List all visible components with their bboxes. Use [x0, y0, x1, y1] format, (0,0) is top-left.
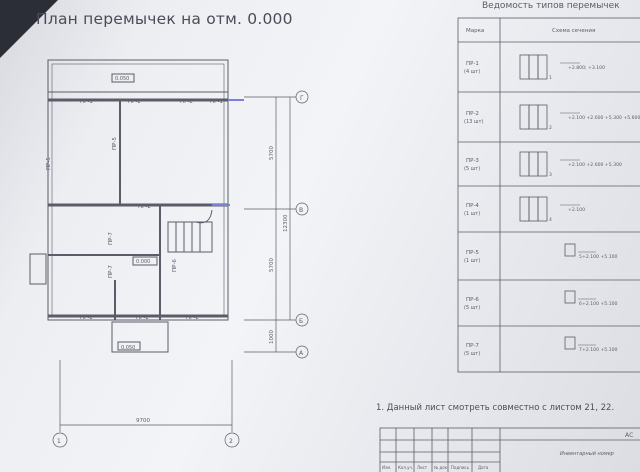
stamp-col: Кол.уч. — [398, 465, 413, 470]
dimension: 9700 — [136, 418, 150, 424]
level-marks: +2.800; +3.100 — [568, 65, 605, 71]
section-number: 4 — [549, 217, 552, 223]
row-qty: (1 шт) — [464, 211, 480, 217]
title-block — [379, 427, 640, 472]
dimension: 5700 — [269, 146, 275, 160]
axis-letter: А — [299, 350, 304, 357]
stamp-col: Лист — [417, 465, 428, 470]
section-number: 7 — [579, 347, 582, 353]
section-block — [528, 104, 539, 130]
section-block — [564, 336, 576, 350]
section-block — [519, 151, 530, 177]
section-number: 6 — [579, 301, 582, 307]
row-mark: ПР-6 — [466, 297, 479, 303]
plan-title: План перемычек на отм. 0.000 — [36, 10, 293, 28]
stamp-bottom: Инвентарный номер — [560, 451, 614, 457]
level-mark: 0.050 — [115, 76, 129, 82]
top-terrace — [47, 59, 229, 93]
section-number: 5 — [579, 254, 582, 260]
lintel-label: ПР-7 — [108, 265, 114, 278]
row-mark: ПР-7 — [466, 343, 479, 349]
section-block — [528, 54, 539, 80]
staircase — [167, 221, 213, 253]
lintel-label: ПР-7 — [108, 232, 114, 245]
level-marks: +2.100 +2.600 +5.300 +5.600 — [568, 115, 640, 121]
left-annex — [29, 253, 47, 285]
level-marks: +2.100 +5.100 — [582, 254, 618, 260]
lintel-label: ПР-2 — [186, 315, 199, 321]
section-block — [564, 243, 576, 257]
row-mark: ПР-4 — [466, 203, 479, 209]
section-block — [537, 54, 548, 80]
stamp-col: Дата — [478, 465, 489, 470]
stamp-col: Изм. — [382, 465, 391, 470]
section-block — [519, 196, 530, 222]
level-mark: 0.000 — [136, 259, 150, 265]
lintel-label: ПР-1 — [80, 99, 93, 105]
section-block — [537, 151, 548, 177]
row-qty: (1 шт) — [464, 258, 480, 264]
section-number: 3 — [549, 172, 552, 178]
section-number: 1 — [549, 75, 552, 81]
level-marks: +2.100 +5.100 — [582, 347, 618, 353]
row-qty: (13 шт) — [464, 119, 483, 125]
table-header: Марка — [466, 28, 484, 34]
level-marks: +2.100 — [568, 207, 585, 213]
lintel-label: ПР-2 — [138, 204, 151, 210]
folded-corner — [0, 0, 58, 58]
section-block — [564, 290, 576, 304]
lintel-label: ПР-5 — [112, 137, 118, 150]
stamp-col: Подпись — [451, 465, 470, 470]
porch — [111, 321, 169, 353]
row-qty: (5 шт) — [464, 305, 480, 311]
table-title: Ведомость типов перемычек — [482, 1, 620, 11]
dimension: 1000 — [269, 330, 275, 344]
row-mark: ПР-5 — [466, 250, 479, 256]
section-block — [537, 196, 548, 222]
row-qty: (4 шт) — [464, 69, 480, 75]
row-qty: (5 шт) — [464, 351, 480, 357]
section-block — [528, 196, 539, 222]
lintel-label: ПР-5 — [46, 157, 52, 170]
axis-number: 1 — [57, 438, 61, 445]
axis-number: 2 — [229, 438, 233, 445]
table-header: Схема сечения — [552, 28, 595, 34]
lintel-label: ПР-2 — [128, 99, 141, 105]
lintel-label: ПР-1 — [210, 99, 223, 105]
section-block — [537, 104, 548, 130]
row-mark: ПР-2 — [466, 111, 479, 117]
row-qty: (5 шт) — [464, 166, 480, 172]
lintel-label: ПР-6 — [172, 259, 178, 272]
lintel-label: ПР-2 — [136, 315, 149, 321]
axis-letter: В — [299, 207, 303, 214]
axis-letter: Г — [300, 95, 304, 102]
lintel-label: ПР-2 — [180, 99, 193, 105]
section-block — [519, 104, 530, 130]
level-mark: 0.050 — [121, 345, 135, 351]
dimension: 12300 — [283, 214, 289, 232]
level-marks: +2.100 +5.100 — [582, 301, 618, 307]
row-mark: ПР-1 — [466, 61, 479, 67]
lintel-table — [457, 17, 640, 373]
stamp-code: АС — [625, 432, 633, 439]
axis-letter: Б — [299, 318, 303, 325]
dimension: 5700 — [269, 258, 275, 272]
stamp-col: № док. — [434, 465, 448, 470]
level-marks: +2.100 +2.600 +5.300 — [568, 162, 622, 168]
section-block — [528, 151, 539, 177]
lintel-label: ПР-2 — [80, 315, 93, 321]
sheet-note: 1. Данный лист смотреть совместно с лист… — [376, 403, 615, 413]
section-number: 2 — [549, 125, 552, 131]
row-mark: ПР-3 — [466, 158, 479, 164]
section-block — [519, 54, 530, 80]
